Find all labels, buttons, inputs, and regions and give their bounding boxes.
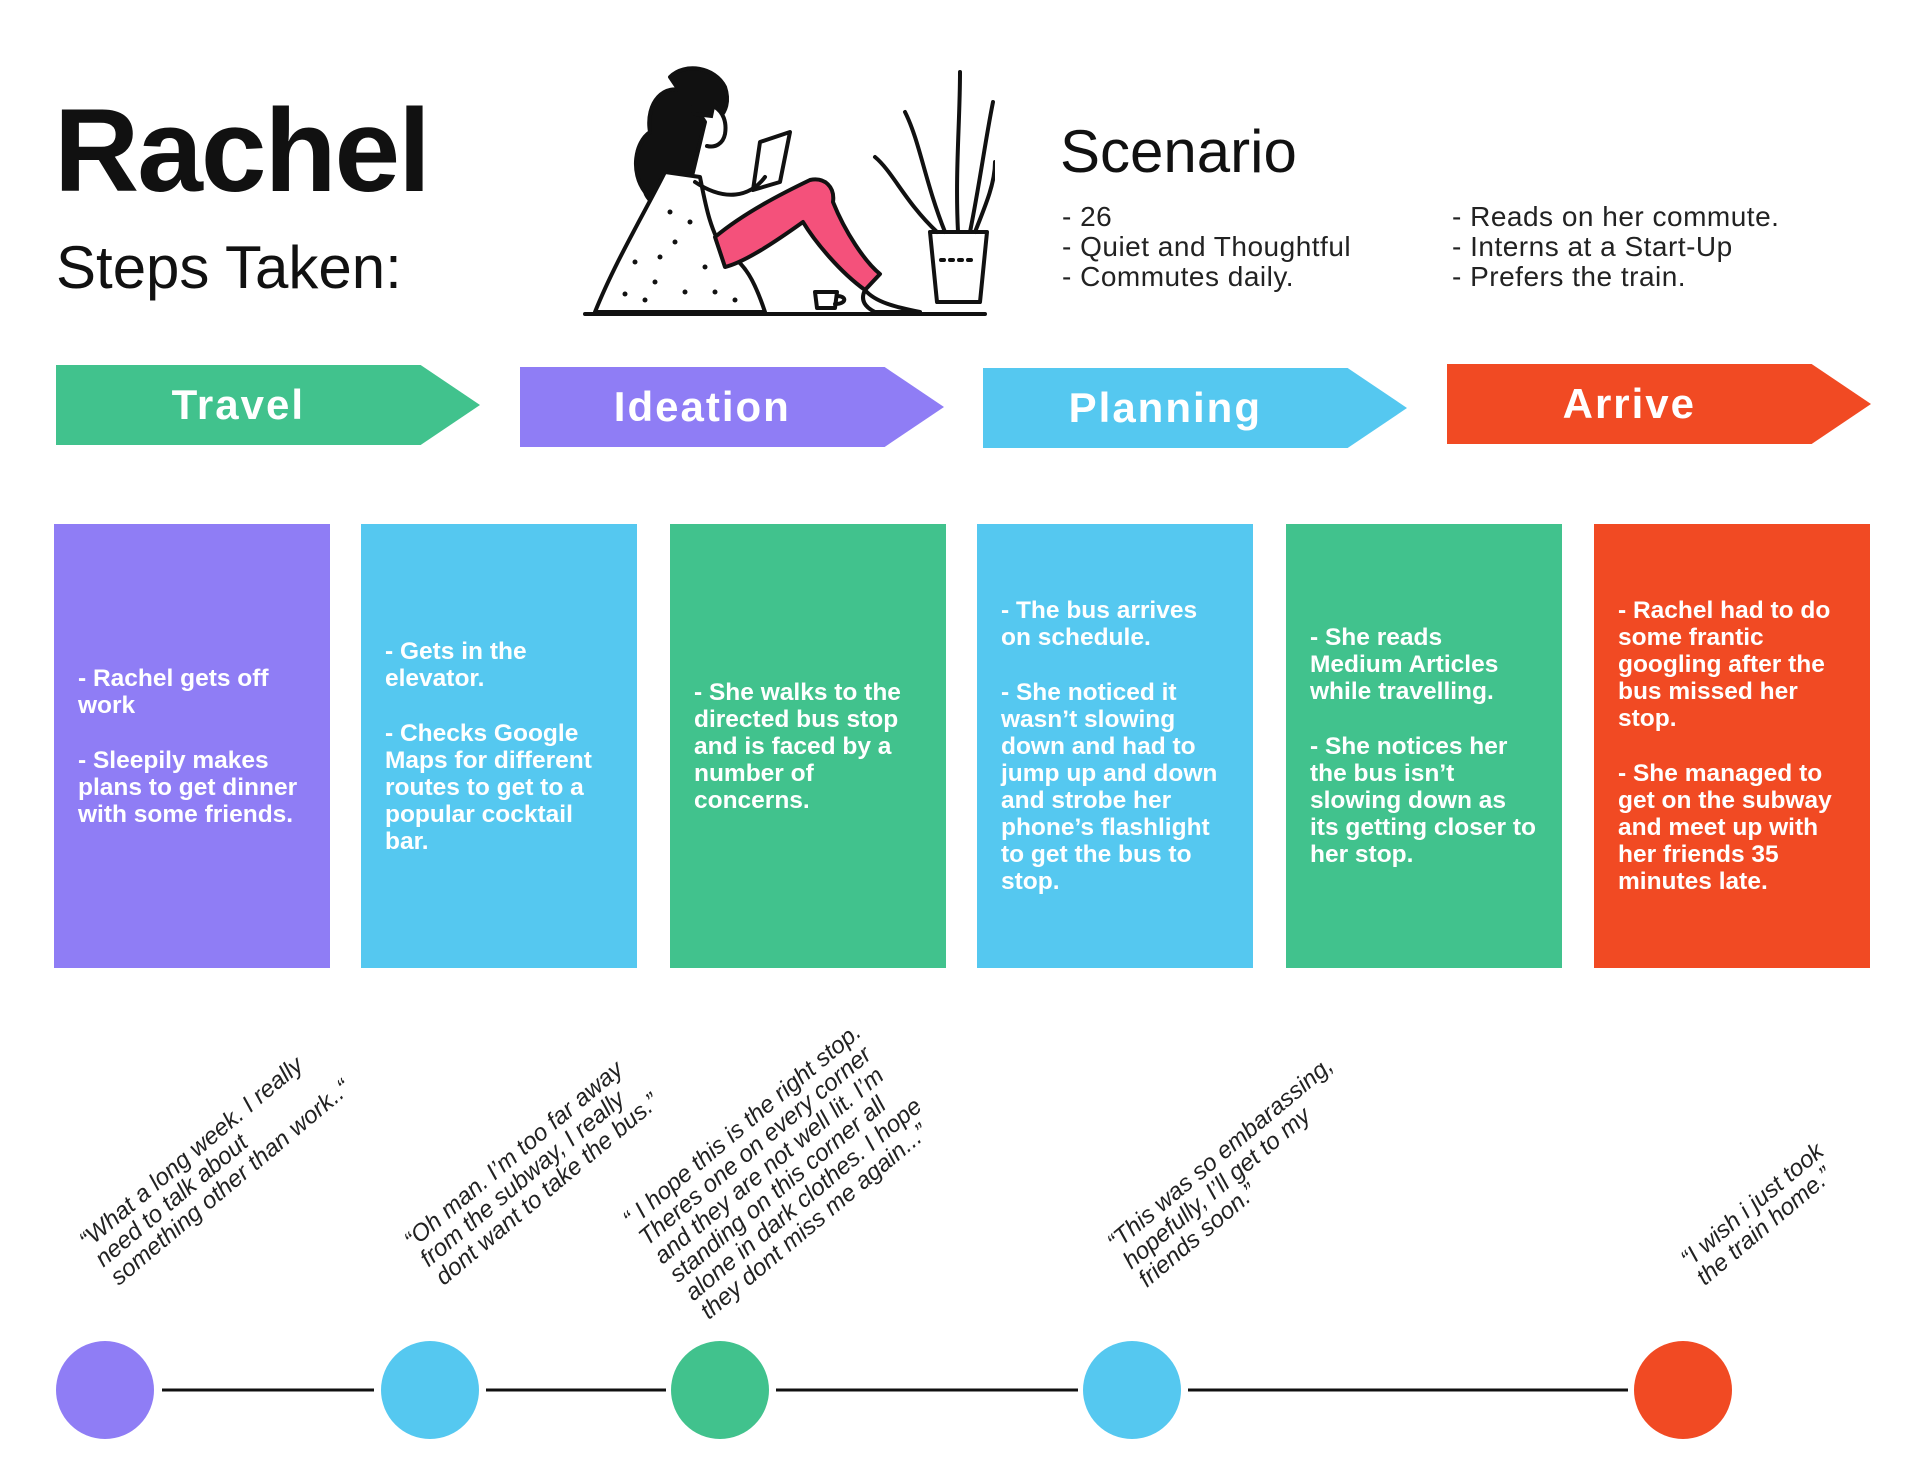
emotion-timeline	[56, 1341, 1732, 1439]
scenario-heading: Scenario	[1060, 118, 1297, 185]
scenario-item: - 26	[1062, 201, 1113, 232]
step-card: - She walks to the directed bus stop and…	[670, 524, 946, 968]
persona-name: Rachel	[54, 85, 431, 217]
scenario-item: - Commutes daily.	[1062, 261, 1295, 292]
quote: “ I hope this is the right stop. Theres …	[618, 1018, 934, 1325]
step-text: - Gets in the elevator.	[385, 637, 527, 692]
step-text: - She reads Medium Articles while travel…	[1310, 624, 1499, 705]
step-text: - Checks Google Maps for different route…	[385, 719, 592, 855]
step-text: - Sleepily makes plans to get dinner wit…	[78, 746, 298, 828]
scenario-item: - Interns at a Start-Up	[1452, 231, 1733, 262]
quote: “Oh man. I’m too far away from the subwa…	[399, 1055, 665, 1291]
step-card: - Gets in the elevator. - Checks Google …	[361, 524, 637, 968]
timeline-dot	[381, 1341, 479, 1439]
step-text: - She managed to get on the subway and m…	[1618, 760, 1832, 895]
scenario-list-left: - 26 - Quiet and Thoughtful - Commutes d…	[1062, 202, 1351, 292]
timeline-dot	[671, 1341, 769, 1439]
phase-label: Ideation	[613, 383, 791, 430]
step-text: - She notices her the bus isn’t slowing …	[1310, 733, 1536, 868]
quote: “What a long week. I really need to talk…	[74, 1051, 356, 1291]
quote: “I wish i just took the train home.”	[1675, 1137, 1838, 1291]
phase-label: Arrive	[1562, 380, 1697, 427]
steps-taken-heading: Steps Taken:	[56, 234, 402, 301]
step-card: - Rachel had to do some frantic googling…	[1594, 524, 1870, 968]
timeline-dot	[56, 1341, 154, 1439]
step-card: - Rachel gets off work - Sleepily makes …	[54, 524, 330, 968]
woman-reading-illustration	[583, 66, 995, 316]
step-card: - The bus arrives on schedule. - She not…	[977, 524, 1253, 968]
phase-arrow-travel: Travel	[56, 365, 480, 445]
quote: “This was so embarassing, hopefully, I’l…	[1102, 1051, 1339, 1293]
phase-arrow-arrive: Arrive	[1447, 364, 1871, 444]
phase-arrow-ideation: Ideation	[520, 367, 944, 447]
scenario-item: - Quiet and Thoughtful	[1062, 231, 1352, 262]
timeline-dot	[1083, 1341, 1181, 1439]
step-text: - Rachel had to do some frantic googling…	[1618, 597, 1831, 732]
step-text: - She walks to the directed bus stop and…	[694, 678, 901, 814]
timeline-dot	[1634, 1341, 1732, 1439]
scenario-list-right: - Reads on her commute. - Interns at a S…	[1452, 202, 1779, 292]
phase-label: Planning	[1068, 384, 1262, 431]
phase-arrow-planning: Planning	[983, 368, 1407, 448]
step-text: - Rachel gets off work	[78, 664, 269, 719]
step-text: - The bus arrives on schedule.	[1001, 597, 1198, 651]
step-card: - She reads Medium Articles while travel…	[1286, 524, 1562, 968]
scenario-item: - Reads on her commute.	[1452, 201, 1780, 232]
scenario-item: - Prefers the train.	[1452, 261, 1687, 292]
step-text: - She noticed it wasn’t slowing down and…	[1001, 679, 1218, 895]
phase-label: Travel	[171, 381, 306, 428]
